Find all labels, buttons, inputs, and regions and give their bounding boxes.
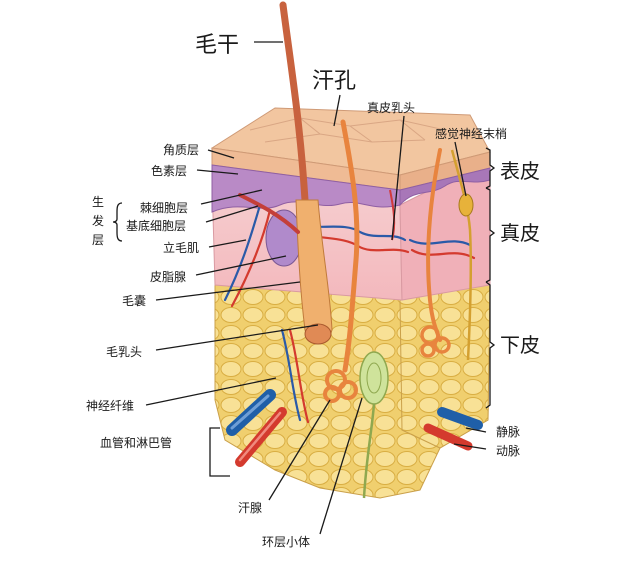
label-vein: 静脉 (496, 424, 520, 439)
label-nerve-fiber: 神经纤维 (86, 399, 134, 413)
vein-right (437, 407, 483, 430)
bracket-hypodermis (485, 281, 496, 409)
label-arrector-pili: 立毛肌 (163, 240, 199, 255)
label-sweat-pore: 汗孔 (312, 69, 356, 94)
label-sweat-gland: 汗腺 (238, 501, 262, 515)
label-sebaceous-gland: 皮脂腺 (150, 269, 186, 284)
lamellar-inner (366, 362, 382, 394)
label-spinous-layer: 棘细胞层 (140, 201, 188, 215)
sweat-gland-coil-right (420, 325, 451, 358)
arrector-pili-shape (238, 193, 300, 234)
label-dermis: 真皮 (500, 221, 540, 245)
label-stratum-corneum: 角质层 (163, 143, 199, 157)
bracket-vessels (209, 427, 230, 477)
vein-left (226, 389, 276, 436)
label-lamellar-corpuscle: 环层小体 (262, 535, 310, 549)
artery-right (423, 423, 473, 451)
label-hypodermis: 下皮 (500, 333, 540, 357)
label-artery: 动脉 (496, 443, 520, 458)
bracket-germinal (112, 202, 123, 242)
label-hair-follicle: 毛囊 (122, 293, 146, 308)
lamellar-corpuscle-shape (359, 351, 389, 405)
label-pigment-layer: 色素层 (151, 164, 187, 178)
label-vessels-lymph: 血管和淋巴管 (100, 435, 172, 450)
hair-bulb (304, 323, 332, 345)
lamellar-nerve (362, 403, 376, 499)
label-basal-layer: 基底细胞层 (126, 218, 186, 233)
label-hair-shaft: 毛干 (195, 33, 239, 58)
sweat-gland-coil (323, 369, 358, 403)
sweat-duct (340, 119, 360, 373)
label-sensory-nerve-ending: 感觉神经末梢 (435, 126, 507, 141)
label-dermal-papilla: 真皮乳头 (367, 101, 415, 115)
bracket-dermis (485, 187, 496, 283)
sensory-nerve-fiber (450, 149, 473, 361)
label-hair-papilla: 毛乳头 (106, 345, 142, 359)
artery-left (235, 407, 287, 467)
label-epidermis: 表皮 (500, 159, 540, 183)
sensory-corpuscle (458, 193, 474, 217)
label-germinal-3: 层 (92, 233, 104, 247)
bracket-epidermis (485, 147, 496, 189)
label-germinal-2: 发 (92, 213, 104, 228)
leader-lines (145, 41, 487, 535)
germinal-layer-right (399, 167, 491, 207)
label-germinal-1: 生 (92, 195, 104, 209)
